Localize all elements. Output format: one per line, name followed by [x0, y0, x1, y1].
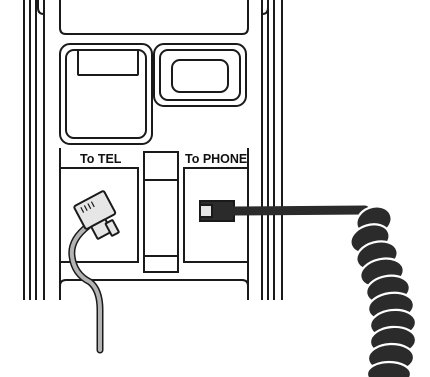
- line-cord: [68, 222, 104, 354]
- center-divider: [143, 151, 179, 273]
- device-housing: [23, 0, 283, 300]
- rj11-plug-icon: [73, 190, 120, 240]
- coiled-cord-icon: [349, 205, 418, 377]
- tel-port: [59, 167, 139, 263]
- to-phone-label: To PHONE: [185, 152, 247, 166]
- left-button: [59, 43, 153, 145]
- to-tel-label: To TEL: [80, 152, 122, 166]
- handset-cord-straight: [227, 205, 370, 216]
- right-button: [153, 43, 247, 107]
